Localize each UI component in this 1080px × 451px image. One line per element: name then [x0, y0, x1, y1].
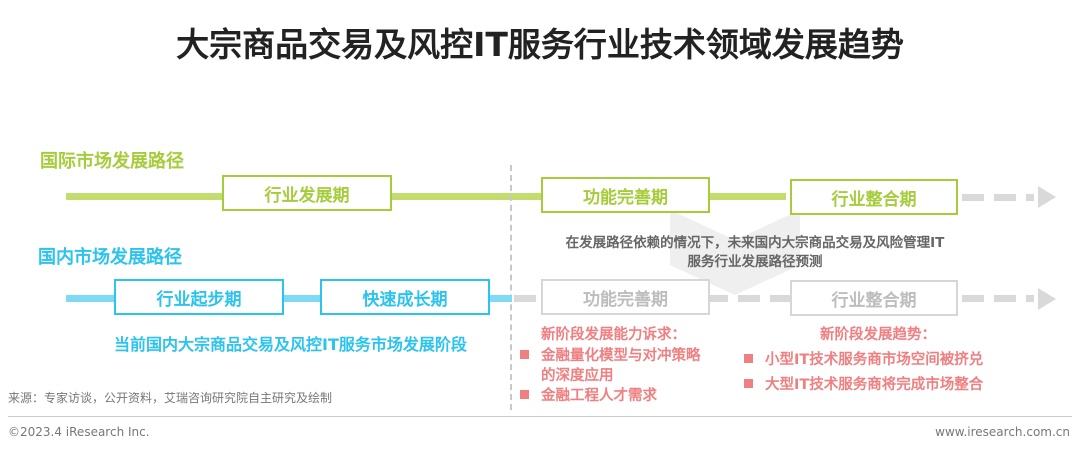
stage-rapid-growth: 快速成长期: [320, 279, 490, 315]
forecast-note-line1: 在发展路径依赖的情况下，未来国内大宗商品交易及风险管理IT: [565, 235, 945, 251]
stage-industry-development: 行业发展期: [222, 175, 392, 211]
current-stage-note: 当前国内大宗商品交易及风控IT服务市场发展阶段: [114, 335, 467, 354]
stage-function-improvement: 功能完善期: [541, 177, 710, 213]
page-title: 大宗商品交易及风控IT服务行业技术领域发展趋势: [176, 25, 904, 64]
domestic-path-label: 国内市场发展路径: [38, 247, 182, 268]
trend-item: 小型IT技术服务商市场空间被挤兑: [765, 352, 984, 368]
footer-divider: [8, 416, 1072, 417]
down-chevron-decoration: [670, 210, 800, 295]
source-note: 来源：专家访谈，公开资料，艾瑞咨询研究院自主研究及绘制: [8, 391, 333, 405]
domestic-path-line: [66, 295, 512, 302]
trend-item: 大型IT技术服务商将完成市场整合: [765, 377, 984, 393]
international-future-dash: [962, 194, 1034, 201]
domestic-future-dash: [514, 295, 1034, 302]
bullet-icon: [520, 350, 529, 359]
domestic-arrow-icon: [1038, 288, 1056, 310]
website-link[interactable]: www.iresearch.com.cn: [935, 425, 1070, 439]
forecast-note-line2: 服务行业发展路径预测: [687, 254, 823, 270]
trend-heading: 新阶段发展趋势：: [820, 327, 936, 343]
international-arrow-icon: [1038, 186, 1056, 208]
stage-industry-start: 行业起步期: [114, 279, 284, 315]
capability-heading: 新阶段发展能力诉求：: [541, 327, 686, 343]
copyright: ©2023.4 iResearch Inc.: [8, 425, 150, 439]
future-stage-industry-integration: 行业整合期: [790, 280, 958, 316]
capability-item: 金融量化模型与对冲策略: [541, 348, 701, 364]
present-divider: [510, 165, 512, 410]
bullet-icon: [744, 379, 753, 388]
international-path-label: 国际市场发展路径: [40, 151, 184, 172]
international-path-line: [66, 193, 786, 200]
bullet-icon: [520, 390, 529, 399]
capability-item: 金融工程人才需求: [541, 388, 657, 404]
bullet-icon: [744, 354, 753, 363]
future-stage-function-improvement: 功能完善期: [541, 279, 710, 315]
stage-industry-integration: 行业整合期: [790, 179, 958, 215]
capability-item-cont: 的深度应用: [541, 368, 614, 384]
